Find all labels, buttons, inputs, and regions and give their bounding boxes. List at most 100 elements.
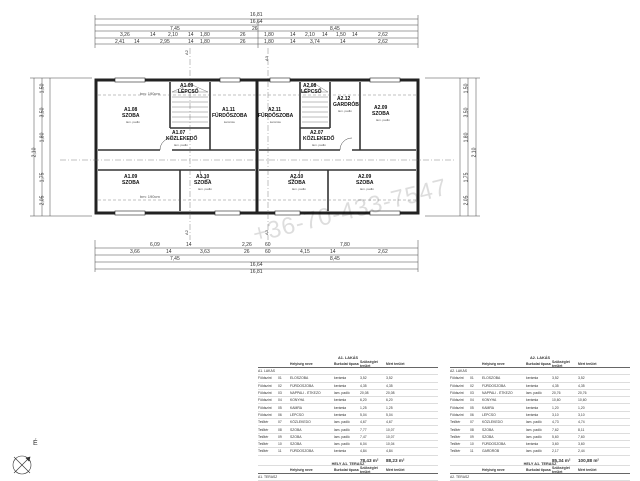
dim-r3-8: 2,10 (305, 32, 315, 38)
table-cell: 3,10 (552, 412, 559, 417)
table-cell: Tetőtér (450, 427, 461, 432)
table-cell: 2,44 (578, 449, 585, 454)
room-a1-10-code: A1.10 (196, 174, 210, 180)
table-a1-section-label: A1. LAKÁS (258, 369, 275, 374)
table-cell: 3,52 (386, 376, 393, 381)
table-cell: 10,60 (578, 398, 587, 403)
section-mark-top-a2: A2 (183, 50, 189, 55)
table-cell: Tetőtér (450, 449, 461, 454)
room-a1-10-name: SZOBA (194, 180, 212, 186)
table-a1-total2: 88,23 m² (386, 457, 405, 463)
table-cell: Tetőtér (258, 442, 269, 447)
room-a2-09-top-name: SZOBA (372, 111, 390, 117)
room-a1-09-name: SZOBA (122, 180, 140, 186)
terrace-a1-row-label: A1. TERASZ (258, 475, 278, 480)
table-cell: Földszint (258, 383, 272, 388)
table-cell: 7,60 (578, 434, 585, 439)
table-a1-section: A1. LAKÁS (258, 368, 438, 376)
room-a1-07-name: KÖZLEKEDŐ (166, 136, 198, 142)
terrace-a2-header: Helyiség neve Burkolat típusa Szükséglet… (450, 466, 630, 474)
table-cell: SZOBA (290, 427, 302, 432)
terrace-a1-header-3: Burkolat típusa (334, 467, 359, 472)
room-a2-10-code: A2.10 (290, 174, 304, 180)
room-a1-10-finish: lam. padló (198, 187, 212, 191)
table-cell: kerámia (526, 376, 539, 381)
table-cell: Földszint (258, 398, 272, 403)
table-cell: Tetőtér (258, 420, 269, 425)
table-cell: 3,52 (552, 376, 559, 381)
room-a2-07-name: KÖZLEKEDŐ (303, 136, 335, 142)
table-cell: 7,62 (552, 427, 559, 432)
dim-r3-1: 14 (150, 32, 156, 38)
table-cell: 20,76 (578, 391, 587, 396)
bottom-dim-r2-3: 26 (244, 249, 250, 255)
table-cell: 10 (278, 442, 282, 447)
table-cell: 20,76 (552, 391, 561, 396)
bottom-dim-r1-1: 14 (186, 242, 192, 248)
table-a2-header: Helyiség neve Burkolat típusa Szükséglet… (450, 360, 630, 368)
table-cell: KÖZLEKEDŐ (290, 420, 311, 425)
room-a1-09-code: A1.09 (124, 174, 138, 180)
table-cell: 5,60 (552, 434, 559, 439)
terrace-a2-title: HELY A1. TERASZ (523, 462, 557, 466)
terrace-a2-header-4: Szükséglet terület (552, 465, 570, 474)
stair-a2 (301, 83, 329, 123)
bottom-dim-r1-3: 60 (265, 242, 271, 248)
table-a1-header: Helyiség neve Burkolat típusa Szükséglet… (258, 360, 438, 368)
room-a1-09-note: bm: 190cm (140, 194, 160, 199)
table-cell: 04 (278, 398, 282, 403)
table-cell: FÜRDŐSZOBA (290, 383, 314, 388)
table-cell: 4,35 (578, 383, 585, 388)
table-cell: Földszint (450, 398, 464, 403)
terrace-a1-title: HELY A1. TERASZ (331, 462, 365, 466)
table-a2-header-2: Helyiség neve (482, 361, 505, 366)
table-cell: LÉPCSŐ (482, 412, 496, 417)
room-a2-08-code: A2.08 (303, 83, 317, 89)
table-cell: Földszint (450, 383, 464, 388)
table-cell: 10,60 (552, 398, 561, 403)
bottom-dim-r1-0: 6,09 (150, 242, 160, 248)
table-cell: 20,08 (386, 391, 395, 396)
dim-inner-width: 16,64 (250, 19, 263, 25)
dim-r3-12: 2,62 (378, 32, 388, 38)
dim-r4-7: 14 (290, 39, 296, 45)
table-cell: 2,17 (552, 449, 559, 454)
bottom-dim-r2-7: 2,62 (378, 249, 388, 255)
table-cell: 5,04 (360, 412, 367, 417)
table-cell: 4,35 (552, 383, 559, 388)
table-cell: lam. padló (526, 434, 542, 439)
table-cell: 07 (470, 420, 474, 425)
table-cell: lam. padló (334, 420, 350, 425)
room-a1-08-note: bm: 190cm (140, 91, 160, 96)
table-cell: Földszint (450, 376, 464, 381)
table-cell: 05 (278, 405, 282, 410)
table-a2-header-3: Burkolat típusa (526, 361, 551, 366)
area-table-a2: A2. LAKÁS Helyiség neve Burkolat típusa … (450, 356, 630, 466)
dim-r4-2: 2,95 (160, 39, 170, 45)
left-dim-4: 1,75 (39, 172, 46, 183)
table-cell: 6,04 (360, 442, 367, 447)
table-cell: lam. padló (526, 449, 542, 454)
table-cell: ELŐSZOBA (482, 376, 501, 381)
terrace-a1-header-5: Mért terület (386, 467, 405, 472)
table-cell: lam. padló (334, 427, 350, 432)
bottom-dim-r4-0: 16,81 (250, 269, 263, 275)
room-a2-11-finish: kerámia (270, 120, 281, 124)
section-axes (60, 48, 455, 240)
table-cell: 10,07 (386, 434, 395, 439)
table-cell: 06 (278, 412, 282, 417)
table-cell: kerámia (526, 412, 539, 417)
dim-r4-4: 1,80 (200, 39, 210, 45)
table-cell: FÜRDŐSZOBA (290, 449, 314, 454)
room-a1-11-name: FÜRDŐSZOBA (212, 113, 248, 119)
table-cell: 09 (278, 434, 282, 439)
table-a2-section-label: A2. LAKÁS (450, 369, 467, 374)
table-cell: 06 (470, 412, 474, 417)
table-cell: SZOBA (290, 442, 302, 447)
